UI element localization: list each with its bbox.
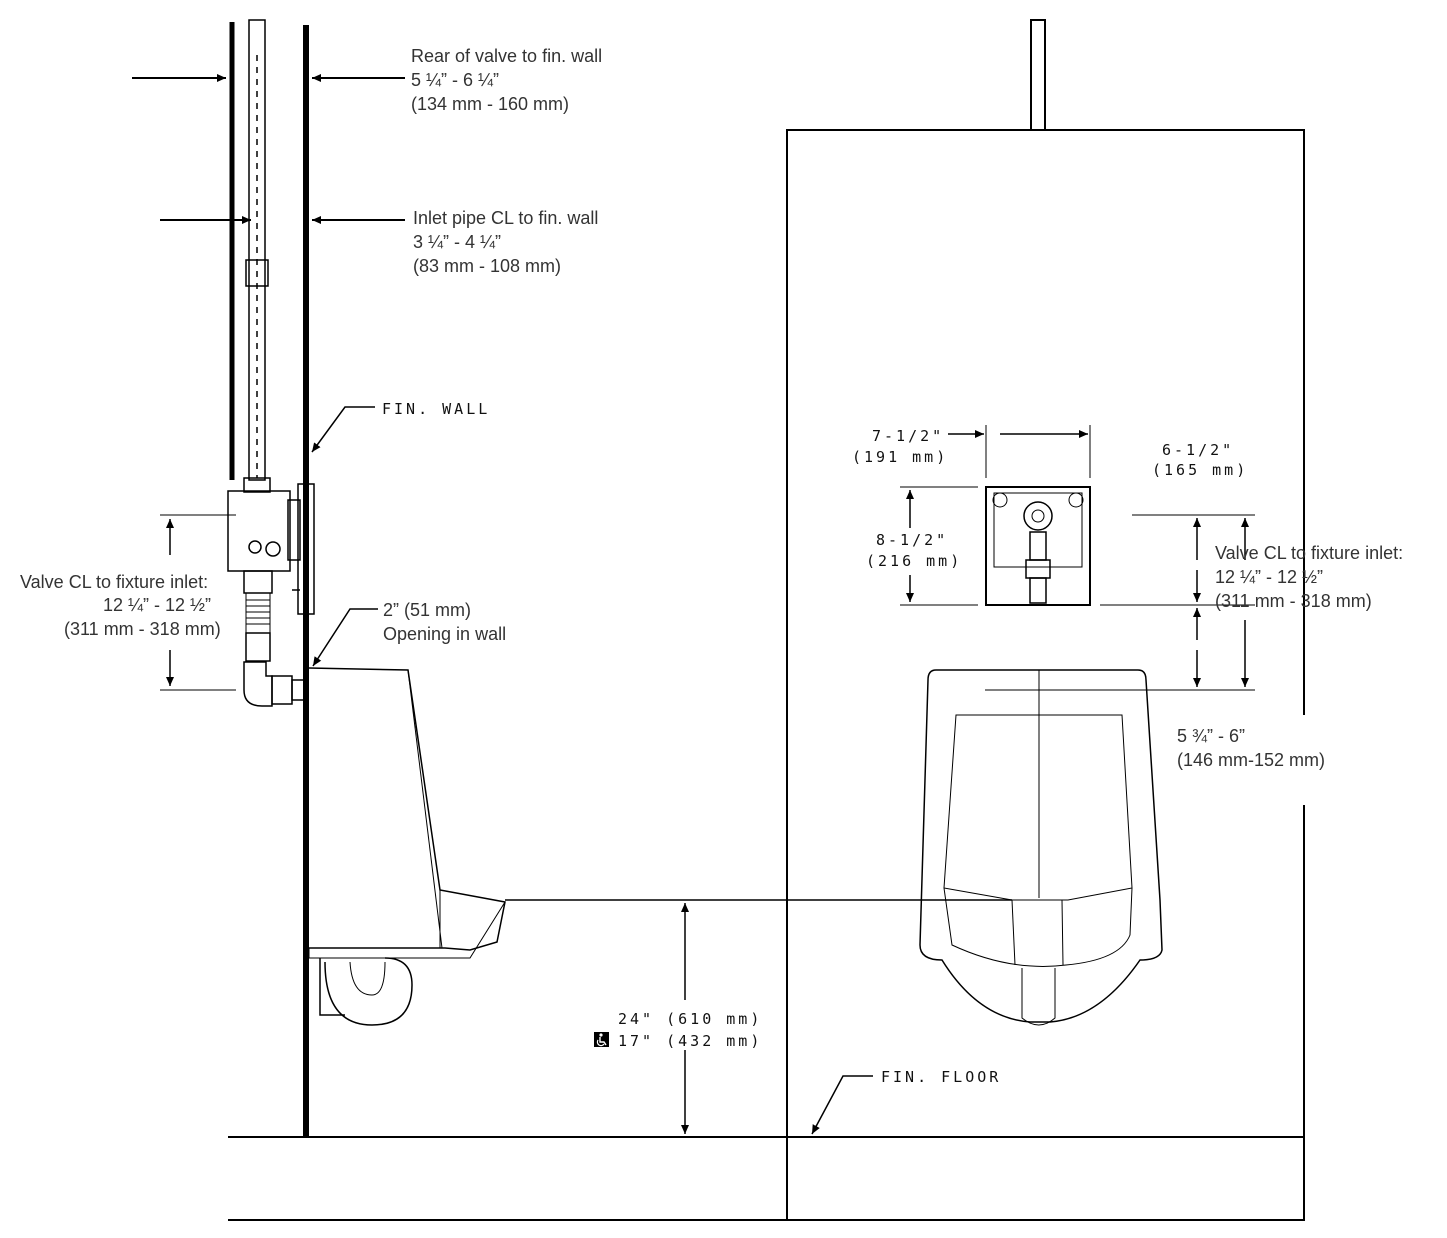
rim-height-label: 24" (610 mm) 17" (432 mm) bbox=[594, 1010, 762, 1050]
box-width-label: 7-1/2" (191 mm) bbox=[852, 427, 948, 466]
svg-text:17" (432 mm): 17" (432 mm) bbox=[618, 1032, 762, 1050]
svg-text:(311 mm - 318 mm): (311 mm - 318 mm) bbox=[1215, 591, 1372, 611]
fin-wall-leader bbox=[311, 406, 375, 453]
valve-cl-left-label: Valve CL to fixture inlet: 12 ¼” - 12 ½”… bbox=[20, 572, 221, 639]
svg-text:6-1/2": 6-1/2" bbox=[1162, 441, 1234, 459]
svg-text:(134 mm - 160 mm): (134 mm - 160 mm) bbox=[411, 94, 569, 114]
front-supply-pipe bbox=[1030, 19, 1046, 131]
svg-text:24" (610 mm): 24" (610 mm) bbox=[618, 1010, 762, 1028]
svg-text:5 ¼” - 6 ¼”: 5 ¼” - 6 ¼” bbox=[411, 70, 499, 90]
svg-text:5 ¾” - 6”: 5 ¾” - 6” bbox=[1177, 726, 1245, 746]
fin-floor-label: FIN. FLOOR bbox=[881, 1068, 1001, 1086]
svg-text:12 ¼” - 12 ½”: 12 ¼” - 12 ½” bbox=[1215, 567, 1323, 587]
fin-floor-leader bbox=[811, 1075, 873, 1135]
front-wall-panel bbox=[786, 129, 1305, 1220]
svg-text:(311 mm - 318 mm): (311 mm - 318 mm) bbox=[64, 619, 221, 639]
svg-text:7-1/2": 7-1/2" bbox=[872, 427, 944, 445]
inlet-height-label: 5 ¾” - 6” (146 mm-152 mm) bbox=[1177, 726, 1325, 770]
opening-label: 2” (51 mm) Opening in wall bbox=[383, 600, 506, 644]
valve-box-front bbox=[985, 486, 1091, 606]
svg-text:12 ¼” - 12 ½”: 12 ¼” - 12 ½” bbox=[103, 595, 211, 615]
accessibility-icon bbox=[594, 1032, 609, 1047]
urinal-front-view bbox=[919, 669, 1163, 1026]
svg-text:(191 mm): (191 mm) bbox=[852, 448, 948, 466]
svg-text:8-1/2": 8-1/2" bbox=[876, 531, 948, 549]
svg-text:3 ¼” - 4 ¼”: 3 ¼” - 4 ¼” bbox=[413, 232, 501, 252]
box-height-label: 8-1/2" (216 mm) bbox=[866, 531, 962, 570]
svg-text:(165 mm): (165 mm) bbox=[1152, 461, 1248, 479]
rear-valve-label: Rear of valve to fin. wall 5 ¼” - 6 ¼” (… bbox=[411, 46, 602, 114]
svg-text:(83 mm - 108 mm): (83 mm - 108 mm) bbox=[413, 256, 561, 276]
svg-text:2” (51 mm): 2” (51 mm) bbox=[383, 600, 471, 620]
inlet-pipe-label: Inlet pipe CL to fin. wall 3 ¼” - 4 ¼” (… bbox=[413, 208, 598, 276]
flush-valve-body bbox=[227, 483, 315, 707]
valve-cl-right-label: Valve CL to fixture inlet: 12 ¼” - 12 ½”… bbox=[1215, 543, 1403, 611]
svg-text:(216 mm): (216 mm) bbox=[866, 552, 962, 570]
svg-text:Valve CL to fixture inlet:: Valve CL to fixture inlet: bbox=[20, 572, 208, 592]
fin-wall-label: FIN. WALL bbox=[382, 400, 490, 418]
svg-text:Valve CL to fixture inlet:: Valve CL to fixture inlet: bbox=[1215, 543, 1403, 563]
urinal-side-profile bbox=[308, 667, 506, 1026]
supply-pipe bbox=[243, 19, 271, 493]
svg-text:Rear of valve to fin. wall: Rear of valve to fin. wall bbox=[411, 46, 602, 66]
box-right-label: 6-1/2" (165 mm) bbox=[1152, 441, 1248, 479]
svg-text:Opening in wall: Opening in wall bbox=[383, 624, 506, 644]
opening-leader bbox=[312, 608, 378, 667]
svg-text:(146 mm-152 mm): (146 mm-152 mm) bbox=[1177, 750, 1325, 770]
svg-text:Inlet pipe CL to fin. wall: Inlet pipe CL to fin. wall bbox=[413, 208, 598, 228]
